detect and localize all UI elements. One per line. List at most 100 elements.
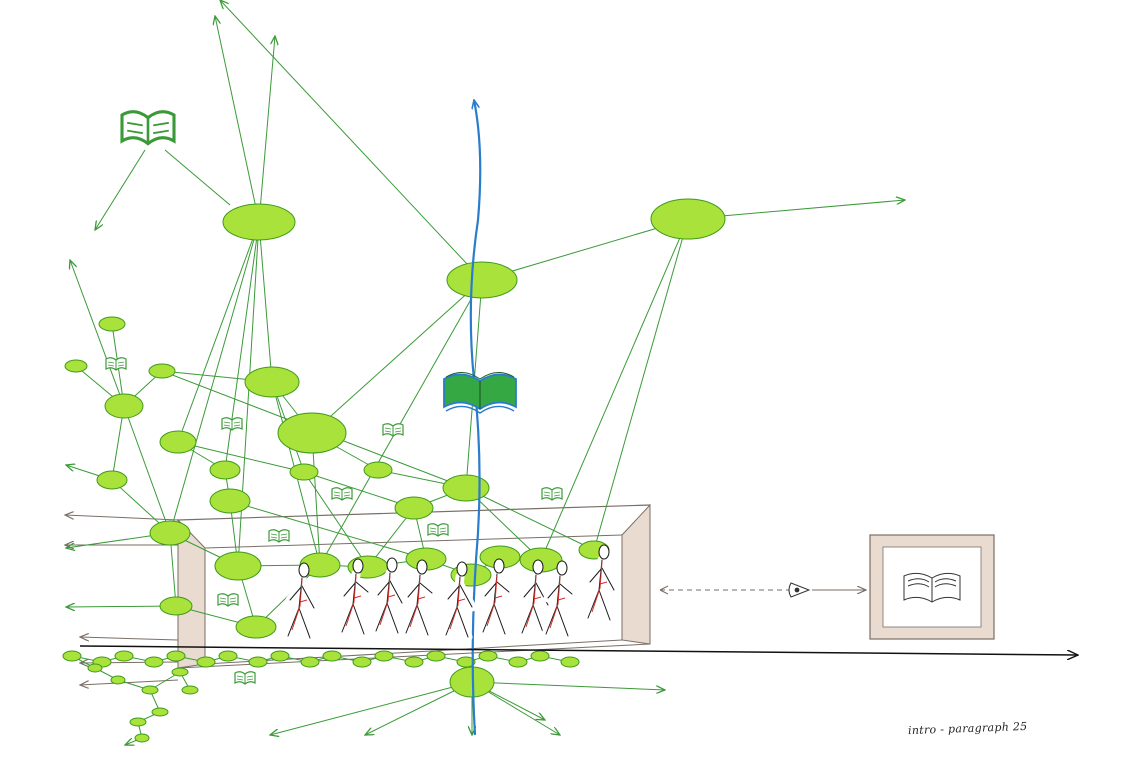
node [214, 551, 262, 581]
node [209, 460, 241, 480]
book-icon [541, 487, 563, 501]
outward-arrow [220, 0, 483, 281]
node [62, 650, 82, 662]
node [98, 316, 126, 332]
node [144, 656, 164, 668]
node [478, 650, 498, 662]
network-edge [311, 279, 483, 434]
network-edge [465, 487, 595, 551]
walking-figure [371, 557, 407, 638]
node [196, 656, 216, 668]
node [426, 650, 446, 662]
node [171, 667, 189, 677]
book-icon [427, 523, 449, 537]
book-icon [221, 417, 243, 431]
node [166, 650, 186, 662]
walking-figures [283, 544, 619, 643]
network-edge [481, 218, 689, 281]
book-icon [903, 572, 961, 603]
walking-figure [283, 562, 319, 643]
network-edge [169, 221, 260, 534]
node [456, 656, 476, 668]
network-edge [123, 405, 171, 534]
node [110, 675, 126, 685]
node [394, 496, 434, 520]
node [141, 685, 159, 695]
network-edge [593, 218, 689, 551]
network-edge [177, 221, 260, 443]
outward-arrow [258, 36, 275, 223]
book-icon [120, 110, 176, 146]
node [289, 463, 319, 481]
book-icon [382, 423, 404, 437]
node [129, 717, 147, 727]
book-icon [105, 357, 127, 371]
network-edge [540, 218, 689, 561]
outward-arrow [70, 260, 125, 407]
network-edge [177, 441, 305, 473]
node [248, 656, 268, 668]
node [560, 656, 580, 668]
node [277, 412, 347, 454]
node [650, 198, 726, 240]
node [149, 520, 191, 546]
blue-axis [469, 100, 482, 736]
node [96, 470, 128, 490]
node [446, 261, 518, 299]
outward-arrow [66, 606, 177, 607]
network-nodes [62, 198, 726, 743]
time-axis [79, 645, 1078, 655]
book-icon [234, 671, 256, 685]
node [114, 650, 134, 662]
network-edge [319, 279, 483, 566]
network-edge [229, 500, 427, 560]
node [87, 663, 103, 673]
book-icon [217, 593, 239, 607]
node [209, 488, 251, 514]
network-edge [311, 432, 321, 566]
node [104, 393, 144, 419]
outward-arrow [471, 681, 665, 690]
outward-arrow [95, 149, 146, 230]
node [244, 366, 300, 398]
node [322, 650, 342, 662]
node [181, 685, 199, 695]
node [300, 656, 320, 668]
book-icon [443, 372, 517, 414]
outward-arrow [270, 681, 473, 735]
network-edge [258, 221, 273, 383]
book-icon [268, 529, 290, 543]
walking-figure [517, 559, 553, 640]
walking-figure [337, 558, 373, 639]
walking-figure [401, 559, 437, 640]
node [159, 596, 193, 616]
network-edge [224, 221, 260, 471]
node [442, 474, 490, 502]
node [374, 650, 394, 662]
eye-icon [788, 582, 811, 598]
node [134, 733, 150, 743]
node [151, 707, 169, 717]
walking-figure [441, 561, 477, 642]
node [222, 203, 296, 241]
walking-figure [583, 544, 619, 625]
walking-figure [478, 558, 514, 639]
network-edge [164, 149, 231, 206]
node [235, 615, 277, 639]
node [148, 363, 176, 379]
node [508, 656, 528, 668]
book-icons [105, 110, 563, 685]
outward-arrow [215, 16, 260, 223]
node [404, 656, 424, 668]
node [530, 650, 550, 662]
network-edge [303, 471, 369, 568]
node [218, 650, 238, 662]
book-icon [331, 487, 353, 501]
framed-book [659, 534, 995, 640]
walking-figure [541, 560, 577, 641]
node [159, 430, 197, 454]
node [363, 461, 393, 479]
node [352, 656, 372, 668]
node [270, 650, 290, 662]
